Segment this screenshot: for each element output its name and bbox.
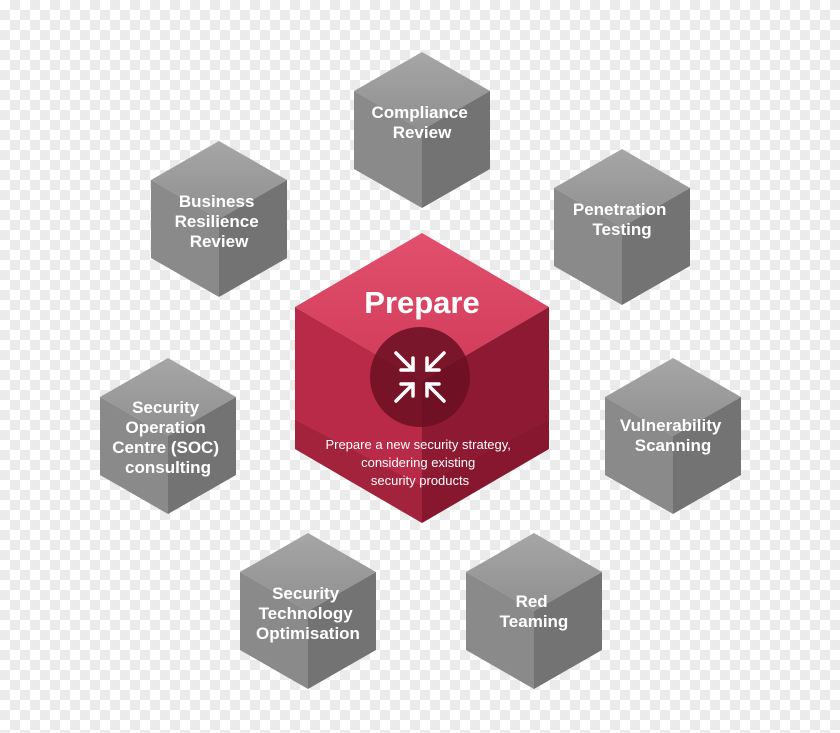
hex-vulnerability-scanning: Vulnerability Scanning xyxy=(605,358,741,514)
hex-label-soc-consulting: Security Operation Centre (SOC) consulti… xyxy=(112,398,223,477)
hex-compliance-review: Compliance Review xyxy=(354,52,490,208)
hex-penetration-testing: Penetration Testing xyxy=(554,149,690,305)
center-description: Prepare a new security strategy, conside… xyxy=(325,437,514,488)
hex-soc-consulting: Security Operation Centre (SOC) consulti… xyxy=(100,358,236,514)
hex-prepare-center: Prepare Prepare a new security strategy,… xyxy=(295,233,549,523)
hex-label-business-resilience-review: Business Resilience Review xyxy=(175,192,264,251)
center-title: Prepare xyxy=(364,285,479,320)
compress-arrows-icon xyxy=(370,327,470,427)
hex-red-teaming: Red Teaming xyxy=(466,533,602,689)
hex-security-technology-optimisation: Security Technology Optimisation xyxy=(240,533,376,689)
hex-label-red-teaming: Red Teaming xyxy=(500,592,569,631)
hex-label-security-technology-optimisation: Security Technology Optimisation xyxy=(256,584,360,643)
hex-label-penetration-testing: Penetration Testing xyxy=(573,200,671,239)
hex-label-compliance-review: Compliance Review xyxy=(371,103,472,142)
hex-business-resilience-review: Business Resilience Review xyxy=(151,141,287,297)
hex-label-vulnerability-scanning: Vulnerability Scanning xyxy=(620,416,726,455)
